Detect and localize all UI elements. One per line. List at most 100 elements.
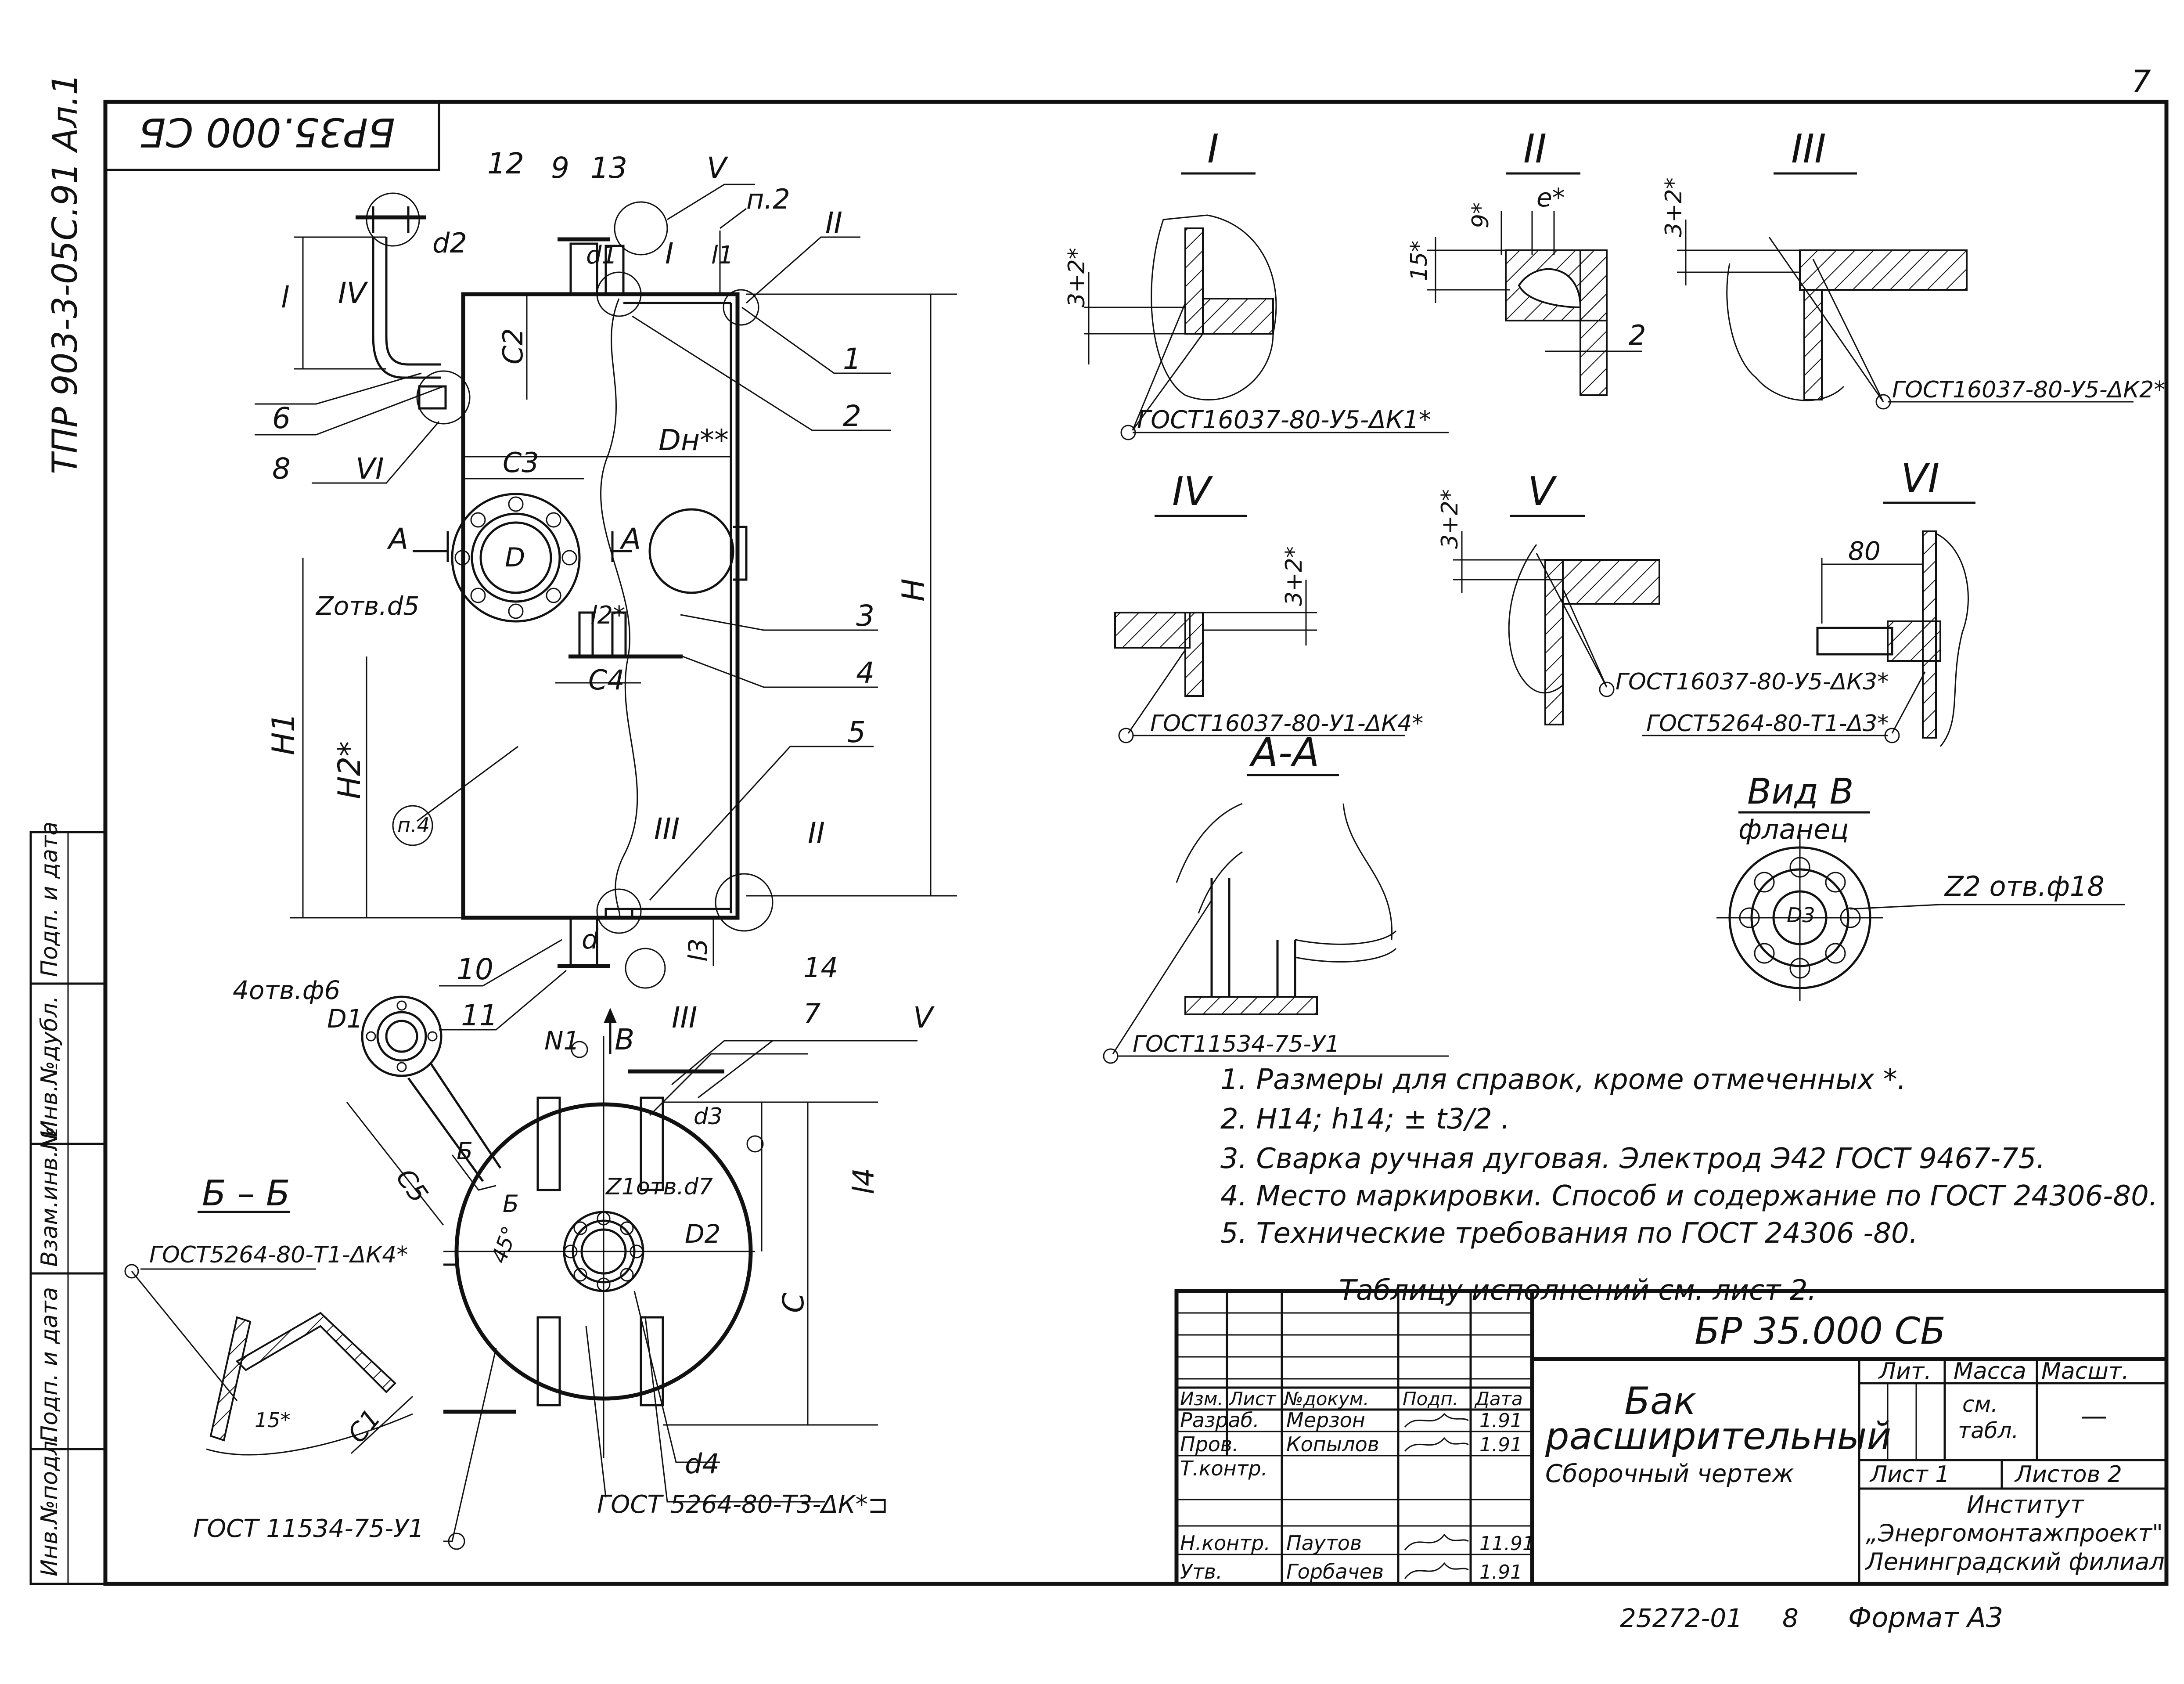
detail-I-gost: ГОСТ16037-80-У5-ΔК1* — [1137, 406, 1431, 434]
detail-VI-title: VI — [1901, 455, 1939, 501]
balloon-9: 9 — [551, 151, 569, 185]
dim-l2: l2* — [590, 601, 625, 630]
view-b: Вид В фланец D3 Z2 отв.ф18 — [1716, 771, 2125, 1001]
tank-body — [461, 292, 740, 920]
balloon-13: 13 — [590, 151, 627, 185]
label-N1: N1 — [544, 1026, 579, 1056]
section-aa-gost: ГОСТ11534-75-У1 — [1133, 1031, 1340, 1057]
dim-l3: l3 — [683, 938, 713, 962]
row-date: 1.91 — [1479, 1410, 1522, 1432]
row-name: Горбачев — [1286, 1560, 1384, 1583]
section-aa: А-А ГОСТ11534-75-У1 — [1103, 730, 1449, 1064]
balloon-1: 1 — [843, 342, 861, 376]
dim-d: d — [582, 924, 599, 955]
strip-label: Взам.инв.№ — [36, 1126, 63, 1267]
balloon-III-bottom: III — [672, 1001, 697, 1035]
balloon-14: 14 — [803, 952, 838, 984]
balloon-I: I — [665, 237, 673, 270]
section-bb-title: Б – Б — [202, 1173, 290, 1214]
balloon-2: 2 — [843, 399, 861, 433]
side-stamp: ТПР 903-3-05С.91 Ал.1 — [46, 73, 85, 474]
dim-D: D — [505, 542, 525, 573]
detail-III-gost: ГОСТ16037-80-У5-ΔК2* — [1892, 377, 2165, 403]
col-list: Лист — [1228, 1388, 1277, 1410]
strip-label: Инв.№подл. — [36, 1433, 63, 1576]
doc-name-1: Бак — [1624, 1379, 1696, 1423]
org-2: „Энергомонтажпроект" — [1866, 1519, 2163, 1547]
dim-Dn: Dн** — [658, 423, 729, 457]
view-b-title: Вид В — [1747, 771, 1854, 812]
dim-d4: d4 — [685, 1448, 720, 1480]
balloon-6: 6 — [272, 401, 291, 435]
balloon-III: III — [654, 812, 680, 846]
footer-code: 25272-01 — [1620, 1603, 1742, 1633]
dim-C5: C5 — [390, 1163, 434, 1208]
detail-VI-dim: 80 — [1848, 536, 1881, 566]
weld-gost-plan-bottom: ГОСТ 5264-80-Т3-ΔК*⊐ — [597, 1490, 889, 1519]
strip-label: Подп. и дата — [36, 1287, 63, 1442]
balloon-V-plan: V — [913, 1001, 935, 1035]
cut-A-right: A — [619, 522, 641, 556]
section-bb-gost: ГОСТ5264-80-Т1-ΔК4* — [149, 1242, 408, 1268]
main-view: 12 9 13 V п.2 II 1 2 I IV 6 8 VI 3 4 5 I… — [255, 147, 957, 1035]
row-role: Н.контр. — [1180, 1531, 1270, 1555]
cut-A-left: A — [387, 522, 408, 556]
detail-III-dim: 3+2* — [1661, 177, 1687, 237]
dim-l4: l4 — [847, 1168, 881, 1194]
view-b-subtitle: фланец — [1738, 813, 1849, 845]
masht-val: — — [2081, 1401, 2107, 1432]
detail-III-title: III — [1791, 126, 1826, 172]
page-number: 7 — [2131, 64, 2151, 100]
section-bb-angle: 15* — [255, 1408, 291, 1432]
weld-gost-plan-left: ГОСТ 11534-75-У1 — [193, 1515, 424, 1543]
balloon-11: 11 — [461, 999, 498, 1032]
row-role: Разраб. — [1180, 1408, 1259, 1432]
detail-V-dim: 3+2* — [1437, 489, 1463, 549]
row-date: 1.91 — [1479, 1561, 1522, 1583]
note-1: 1. Размеры для справок, кроме отмеченных… — [1220, 1064, 1906, 1096]
balloon-12: 12 — [487, 147, 524, 180]
dim-C3: C3 — [503, 447, 539, 479]
dim-d3: d3 — [694, 1103, 723, 1130]
dim-zholes: Zотв.d5 — [315, 591, 419, 621]
top-stamp-box — [104, 101, 440, 171]
detail-II-label: 2 — [1629, 319, 1646, 351]
row-role: Т.контр. — [1180, 1457, 1267, 1480]
org-1: Институт — [1967, 1491, 2084, 1518]
balloon-IV: IV — [338, 276, 368, 310]
sheet-label: Лист 1 — [1869, 1461, 1950, 1488]
doc-name-2: расширительный — [1545, 1414, 1891, 1458]
balloon-4: 4 — [856, 656, 874, 690]
row-name: Копылов — [1286, 1432, 1379, 1456]
dim-H1: H1 — [266, 713, 302, 755]
detail-II-title: II — [1523, 126, 1547, 172]
dim-angle: 45° — [487, 1223, 523, 1266]
frame-border — [103, 100, 2169, 1586]
row-date: 11.91 — [1479, 1533, 1535, 1555]
lit-label: Лит. — [1878, 1358, 1932, 1385]
col-date: Дата — [1474, 1388, 1523, 1410]
cut-B-2: Б — [503, 1190, 519, 1218]
detail-II-dim-c: e* — [1536, 183, 1565, 213]
org-3: Ленинградский филиал — [1865, 1548, 2165, 1576]
massa-val-2: табл. — [1958, 1418, 2018, 1443]
row-name: Мерзон — [1286, 1408, 1365, 1432]
dim-H2: H2* — [331, 741, 367, 799]
sheets-label: Листов 2 — [2014, 1461, 2122, 1488]
mark-n4: п.4 — [397, 813, 430, 837]
left-strip: Инв.№подл. Подп. и дата Взам.инв.№ Инв.№… — [29, 822, 107, 1585]
dim-H: H — [896, 578, 932, 602]
detail-VI: VI 80 ГОСТ5264-80-Т1-Δ3* — [1642, 455, 1975, 747]
detail-II-dim-a: 15* — [1406, 241, 1432, 281]
detail-VI-gost: ГОСТ5264-80-Т1-Δ3* — [1646, 710, 1889, 737]
cut-B-1: Б — [457, 1137, 473, 1165]
col-izm: Изм. — [1180, 1388, 1223, 1410]
detail-IV-title: IV — [1172, 469, 1213, 515]
detail-V-title: V — [1528, 469, 1557, 515]
masht-label: Масшт. — [2041, 1358, 2129, 1385]
dim-D2: D2 — [685, 1219, 721, 1249]
detail-I-title: I — [1207, 126, 1219, 172]
footer-format: Формат А3 — [1848, 1601, 2003, 1634]
balloon-3: 3 — [856, 599, 874, 633]
